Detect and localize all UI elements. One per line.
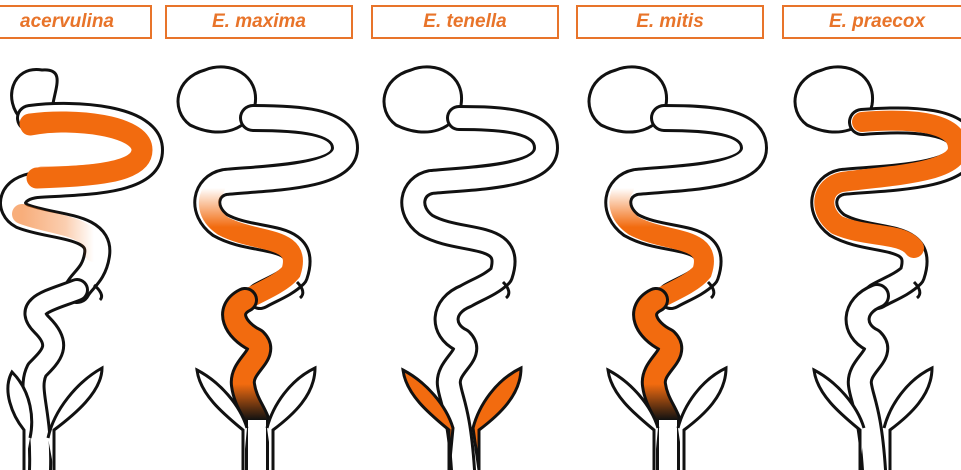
panel-e-mitis: E. mitis (576, 0, 776, 470)
intestine-diagram (782, 0, 961, 470)
panel-e-maxima: E. maxima (165, 0, 365, 470)
intestine-diagram (576, 0, 776, 470)
panel-acervulina: acervulina (0, 0, 182, 470)
intestine-diagram (0, 0, 182, 470)
intestine-diagram (371, 0, 571, 470)
panel-e-praecox: E. praecox (782, 0, 961, 470)
panel-e-tenella: E. tenella (371, 0, 571, 470)
intestine-diagram (165, 0, 365, 470)
